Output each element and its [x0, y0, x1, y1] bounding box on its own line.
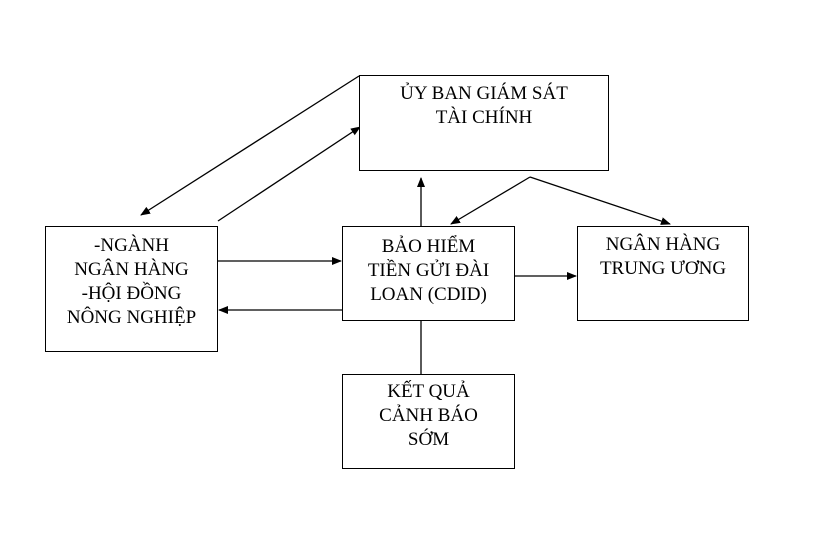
arrow-apex-to-central-bank — [529, 176, 671, 225]
node-label-line: KẾT QUẢ — [387, 381, 470, 402]
node-deposit-insurance-cdid: BẢO HIỂM TIỀN GỬI ĐÀI LOAN (CDID) — [342, 226, 515, 321]
arrow-fsc-to-agri — [140, 75, 360, 216]
node-label-line: NGÂN HÀNG — [74, 259, 189, 280]
arrow-agri-to-fsc — [217, 126, 361, 222]
node-central-bank: NGÂN HÀNG TRUNG ƯƠNG — [577, 226, 749, 321]
node-label-line: NGÂN HÀNG — [605, 234, 721, 255]
node-label-line: SỚM — [407, 429, 450, 450]
node-label-line: -NGÀNH — [94, 235, 169, 256]
node-early-warning-results: KẾT QUẢ CẢNH BÁO SỚM — [342, 374, 515, 469]
node-label-line: LOAN (CDID) — [370, 284, 487, 305]
node-label-line: -HỘI ĐỒNG — [81, 283, 182, 304]
node-label-line: TÀI CHÍNH — [435, 107, 533, 128]
node-label-line: TRUNG ƯƠNG — [599, 258, 727, 279]
node-label-line: NÔNG NGHIỆP — [66, 307, 197, 328]
node-financial-supervisory-commission: ỦY BAN GIÁM SÁT TÀI CHÍNH — [359, 75, 609, 171]
node-label-line: BẢO HIỂM — [381, 236, 476, 257]
arrow-apex-to-cdid — [450, 176, 531, 225]
node-label-line: CẢNH BÁO — [379, 405, 478, 426]
node-label-line: TIỀN GỬI ĐÀI — [367, 260, 490, 281]
node-banking-agriculture-council: -NGÀNH NGÂN HÀNG -HỘI ĐỒNG NÔNG NGHIỆP — [45, 226, 218, 352]
node-label-line: ỦY BAN GIÁM SÁT — [400, 83, 568, 104]
